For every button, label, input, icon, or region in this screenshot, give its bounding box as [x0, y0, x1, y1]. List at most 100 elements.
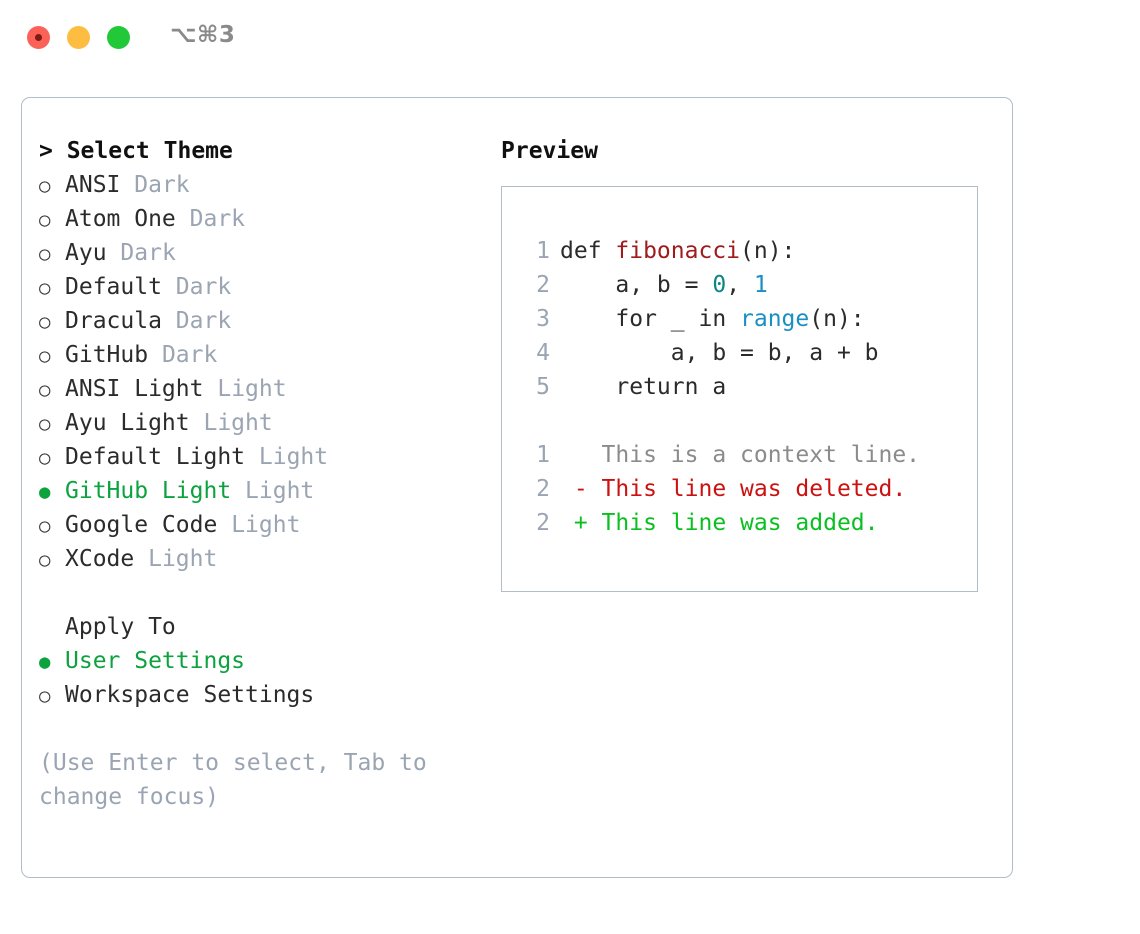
diff-line: 2 + This line was added. — [522, 506, 971, 540]
keyboard-shortcut-label: ⌥⌘3 — [170, 22, 236, 48]
theme-option[interactable]: ANSI Light Light — [39, 372, 489, 406]
theme-option-name: Default Light — [65, 444, 246, 470]
theme-option[interactable]: Google Code Light — [39, 508, 489, 542]
radio-unselected-icon[interactable] — [39, 440, 65, 475]
theme-option-kind: Light — [245, 478, 315, 504]
radio-unselected-icon[interactable] — [39, 678, 65, 713]
diff-sign: + — [560, 510, 602, 536]
help-hint: (Use Enter to select, Tab to change focu… — [39, 746, 459, 814]
close-icon[interactable] — [27, 26, 50, 49]
theme-option[interactable]: ANSI Dark — [39, 168, 489, 202]
radio-unselected-icon[interactable] — [39, 304, 65, 339]
apply-to-heading: Apply To — [39, 610, 489, 644]
diff-sign: - — [560, 476, 602, 502]
radio-selected-icon[interactable] — [39, 644, 65, 679]
radio-unselected-icon[interactable] — [39, 372, 65, 407]
theme-option-kind: Light — [148, 546, 218, 572]
code-line-number: 1 — [536, 238, 550, 264]
diff-line-number: 2 — [536, 510, 550, 536]
theme-picker: > Select Theme ANSI DarkAtom One DarkAyu… — [39, 134, 489, 814]
code-line-number: 3 — [536, 306, 550, 332]
radio-unselected-icon[interactable] — [39, 338, 65, 373]
preview-title: Preview — [501, 138, 598, 164]
code-token: (n): — [740, 238, 796, 264]
theme-option-name: XCode — [65, 546, 135, 572]
theme-option-name: ANSI Light — [65, 376, 204, 402]
radio-unselected-icon[interactable] — [39, 236, 65, 271]
radio-unselected-icon[interactable] — [39, 508, 65, 543]
help-hint-line-2: change focus) — [39, 784, 220, 810]
diff-line-number: 2 — [536, 476, 550, 502]
theme-option-name: GitHub Light — [65, 478, 232, 504]
theme-option[interactable]: Atom One Dark — [39, 202, 489, 236]
radio-unselected-icon[interactable] — [39, 202, 65, 237]
code-token: a, b = b, a + b — [560, 340, 879, 366]
code-line: 4 a, b = b, a + b — [522, 336, 971, 370]
code-token: 0 — [712, 272, 727, 298]
code-token: range — [740, 306, 810, 332]
diff-text: This line was added. — [601, 510, 879, 536]
radio-unselected-icon[interactable] — [39, 406, 65, 441]
code-token: fibonacci — [615, 238, 741, 264]
traffic-lights — [27, 26, 130, 49]
code-diff-gap — [522, 404, 971, 438]
apply-to-option-label: Workspace Settings — [65, 682, 315, 708]
theme-option[interactable]: GitHub Light Light — [39, 474, 489, 508]
zoom-icon[interactable] — [107, 26, 130, 49]
apply-to-option[interactable]: Workspace Settings — [39, 678, 489, 712]
theme-picker-heading: > Select Theme — [39, 138, 233, 164]
spacer — [39, 576, 489, 610]
code-token: , — [726, 272, 754, 298]
theme-option-kind: Dark — [175, 308, 232, 334]
theme-option-kind: Light — [203, 410, 273, 436]
theme-option-name: Ayu Light — [65, 410, 190, 436]
theme-option-name: ANSI — [65, 172, 121, 198]
diff-line-number: 1 — [536, 442, 550, 468]
help-hint-line-1: (Use Enter to select, Tab to — [39, 750, 427, 776]
radio-unselected-icon[interactable] — [39, 270, 65, 305]
code-token: (n): — [809, 306, 865, 332]
title-bar: ⌥⌘3 — [0, 0, 1140, 76]
theme-option-name: Google Code — [65, 512, 218, 538]
code-token: a, b = — [560, 272, 713, 298]
minimize-icon[interactable] — [67, 26, 90, 49]
theme-option[interactable]: Default Light Light — [39, 440, 489, 474]
theme-option-name: Default — [65, 274, 162, 300]
theme-option[interactable]: GitHub Dark — [39, 338, 489, 372]
theme-option-kind: Light — [258, 444, 329, 470]
apply-to-heading-label: Apply To — [65, 614, 176, 640]
code-line: 1 def fibonacci(n): — [522, 234, 971, 268]
spacer-2 — [39, 712, 489, 746]
theme-option-name: GitHub — [65, 342, 149, 368]
theme-list: ANSI DarkAtom One DarkAyu DarkDefault Da… — [39, 168, 489, 576]
diff-sign — [560, 442, 602, 468]
theme-option[interactable]: XCode Light — [39, 542, 489, 576]
diff-line: 2 - This line was deleted. — [522, 472, 971, 506]
theme-option-kind: Dark — [120, 240, 176, 266]
code-line: 2 a, b = 0, 1 — [522, 268, 971, 302]
radio-unselected-icon[interactable] — [39, 168, 65, 203]
theme-option-kind: Dark — [175, 274, 232, 300]
apply-to-option[interactable]: User Settings — [39, 644, 489, 678]
radio-selected-icon[interactable] — [39, 474, 65, 509]
theme-option[interactable]: Ayu Light Light — [39, 406, 489, 440]
theme-option[interactable]: Dracula Dark — [39, 304, 489, 338]
radio-unselected-icon[interactable] — [39, 542, 65, 577]
theme-option-name: Atom One — [65, 206, 176, 232]
theme-option[interactable]: Ayu Dark — [39, 236, 489, 270]
diff-text: This is a context line. — [601, 442, 921, 468]
theme-option-kind: Dark — [189, 206, 246, 232]
diff-text: This line was deleted. — [601, 476, 907, 502]
code-line-number: 4 — [536, 340, 550, 366]
code-line: 3 for _ in range(n): — [522, 302, 971, 336]
theme-option-name: Dracula — [65, 308, 162, 334]
theme-option-kind: Dark — [161, 342, 218, 368]
theme-option[interactable]: Default Dark — [39, 270, 489, 304]
theme-option-name: Ayu — [65, 240, 107, 266]
code-token: def — [560, 238, 616, 264]
code-line-number: 5 — [536, 374, 550, 400]
